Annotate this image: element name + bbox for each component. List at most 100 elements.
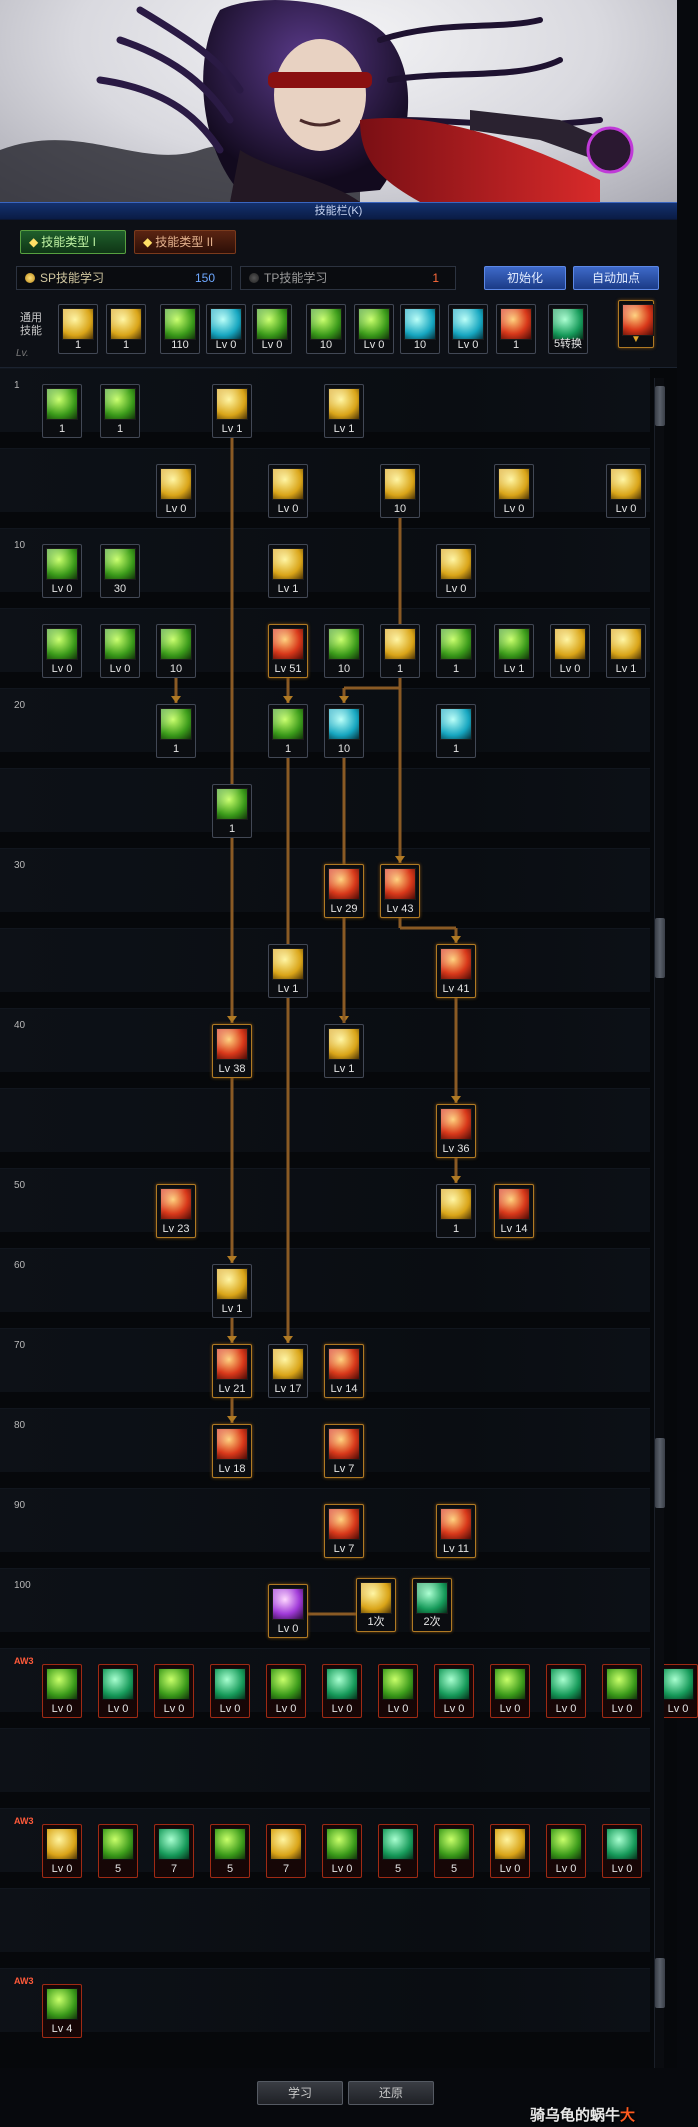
skill-slot[interactable]: Lv 7	[324, 1504, 364, 1558]
skill-slot[interactable]: 1	[380, 624, 420, 678]
skill-slot[interactable]: 1	[436, 624, 476, 678]
skill-slot[interactable]: Lv 0	[42, 544, 82, 598]
special-skill-slot[interactable]: Lv 0	[98, 1664, 138, 1718]
special-skill-slot[interactable]: Lv 0	[546, 1664, 586, 1718]
skill-slot[interactable]: 1	[212, 784, 252, 838]
skill-slot[interactable]: Lv 7	[324, 1424, 364, 1478]
skill-slot[interactable]: Lv 1	[212, 1264, 252, 1318]
skill-slot[interactable]: Lv 0	[42, 624, 82, 678]
common-skill-slot[interactable]: Lv 0	[206, 304, 246, 354]
skill-slot[interactable]: Lv 11	[436, 1504, 476, 1558]
special-skill-slot[interactable]: Lv 0	[322, 1824, 362, 1878]
skill-slot[interactable]: Lv 0	[268, 464, 308, 518]
special-skill-slot[interactable]: 7	[154, 1824, 194, 1878]
common-skill-slot[interactable]: Lv 0	[354, 304, 394, 354]
skill-slot[interactable]: 10	[324, 704, 364, 758]
skill-slot[interactable]: Lv 1	[606, 624, 646, 678]
tab-skill-type-1[interactable]: ◆技能类型 I	[20, 230, 126, 254]
common-skill-slot[interactable]: 1	[58, 304, 98, 354]
skill-slot[interactable]: 10	[324, 624, 364, 678]
special-skill-slot[interactable]: Lv 0	[546, 1824, 586, 1878]
skill-slot[interactable]: Lv 0	[436, 544, 476, 598]
skill-slot[interactable]: Lv 23	[156, 1184, 196, 1238]
special-skill-slot[interactable]: Lv 0	[490, 1664, 530, 1718]
reset-button[interactable]: 初始化	[484, 266, 566, 290]
common-skill-slot[interactable]: Lv 0	[252, 304, 292, 354]
special-skill-slot[interactable]: Lv 0	[658, 1664, 698, 1718]
scrollbar-thumb[interactable]	[655, 1958, 665, 2008]
skill-slot[interactable]: Lv 1	[268, 544, 308, 598]
special-skill-slot[interactable]: Lv 0	[266, 1664, 306, 1718]
common-skill-slot[interactable]: 10	[306, 304, 346, 354]
special-skill-slot[interactable]: Lv 0	[490, 1824, 530, 1878]
skill-slot[interactable]: Lv 1	[494, 624, 534, 678]
skill-slot[interactable]: 1	[42, 384, 82, 438]
common-skill-slot[interactable]: 5转换	[548, 304, 588, 354]
skill-slot[interactable]: Lv 14	[324, 1344, 364, 1398]
skill-slot[interactable]: 2次	[412, 1578, 452, 1632]
skill-slot[interactable]: 1	[268, 704, 308, 758]
special-skill-slot[interactable]: 5	[210, 1824, 250, 1878]
common-skill-slot[interactable]: 1	[106, 304, 146, 354]
skill-level: Lv 14	[330, 1383, 358, 1395]
skill-slot[interactable]: Lv 1	[268, 944, 308, 998]
skill-slot[interactable]: 10	[156, 624, 196, 678]
special-skill-slot[interactable]: Lv 0	[42, 1824, 82, 1878]
scrollbar-thumb[interactable]	[655, 918, 665, 978]
special-skill-slot[interactable]: 5	[434, 1824, 474, 1878]
skill-slot[interactable]: Lv 51	[268, 624, 308, 678]
special-skill-slot[interactable]: Lv 0	[434, 1664, 474, 1718]
skill-slot[interactable]: Lv 29	[324, 864, 364, 918]
special-skill-slot[interactable]: Lv 0	[602, 1664, 642, 1718]
tab-skill-type-2[interactable]: ◆技能类型 II	[134, 230, 236, 254]
special-skill-slot[interactable]: Lv 0	[602, 1824, 642, 1878]
learn-button[interactable]: 学习	[257, 2081, 343, 2105]
skill-slot[interactable]: 1	[436, 704, 476, 758]
skill-slot[interactable]: Lv 0	[100, 624, 140, 678]
special-skill-slot[interactable]: Lv 0	[322, 1664, 362, 1718]
special-skill-slot[interactable]: Lv 0	[378, 1664, 418, 1718]
special-skill-slot[interactable]: 5	[98, 1824, 138, 1878]
special-skill-slot[interactable]: Lv 0	[42, 1664, 82, 1718]
restore-button[interactable]: 还原	[348, 2081, 434, 2105]
skill-slot[interactable]: 1次	[356, 1578, 396, 1632]
tp-learn-toggle[interactable]: TP技能学习 1	[240, 266, 456, 290]
skill-slot[interactable]: Lv 0	[550, 624, 590, 678]
common-skill-slot[interactable]: Lv 0	[448, 304, 488, 354]
common-skill-slot[interactable]: 1	[496, 304, 536, 354]
skill-tree-scrollbar[interactable]	[654, 378, 665, 2068]
skill-slot[interactable]: 10	[380, 464, 420, 518]
special-skill-slot[interactable]: Lv 0	[154, 1664, 194, 1718]
skill-slot[interactable]: Lv 0	[494, 464, 534, 518]
skill-slot[interactable]: Lv 17	[268, 1344, 308, 1398]
special-skill-slot[interactable]: Lv 0	[210, 1664, 250, 1718]
skill-slot[interactable]: Lv 18	[212, 1424, 252, 1478]
skill-slot[interactable]: 30	[100, 544, 140, 598]
skill-slot[interactable]: Lv 38	[212, 1024, 252, 1078]
skill-slot[interactable]: 1	[156, 704, 196, 758]
skill-slot[interactable]: Lv 21	[212, 1344, 252, 1398]
auto-allocate-button[interactable]: 自动加点	[573, 266, 659, 290]
sp-learn-toggle[interactable]: SP技能学习 150	[16, 266, 232, 290]
skill-slot[interactable]: Lv 43	[380, 864, 420, 918]
window-title-bar[interactable]: 技能栏(K)	[0, 202, 677, 220]
common-skill-slot[interactable]: 110	[160, 304, 200, 354]
special-skill-slot[interactable]: Lv 4	[42, 1984, 82, 2038]
special-skill-slot[interactable]: 7	[266, 1824, 306, 1878]
skill-slot[interactable]: Lv 1	[212, 384, 252, 438]
common-skills-scroll-button[interactable]: ▼	[618, 300, 654, 348]
special-skill-slot[interactable]: 5	[378, 1824, 418, 1878]
skill-slot[interactable]: 1	[100, 384, 140, 438]
skill-slot[interactable]: 1	[436, 1184, 476, 1238]
scrollbar-thumb[interactable]	[655, 386, 665, 426]
skill-slot[interactable]: Lv 0	[156, 464, 196, 518]
skill-slot[interactable]: Lv 41	[436, 944, 476, 998]
common-skill-slot[interactable]: 10	[400, 304, 440, 354]
skill-slot[interactable]: Lv 1	[324, 384, 364, 438]
scrollbar-thumb[interactable]	[655, 1438, 665, 1508]
skill-slot[interactable]: Lv 14	[494, 1184, 534, 1238]
skill-slot[interactable]: Lv 1	[324, 1024, 364, 1078]
skill-slot[interactable]: Lv 36	[436, 1104, 476, 1158]
skill-slot[interactable]: Lv 0	[268, 1584, 308, 1638]
skill-slot[interactable]: Lv 0	[606, 464, 646, 518]
